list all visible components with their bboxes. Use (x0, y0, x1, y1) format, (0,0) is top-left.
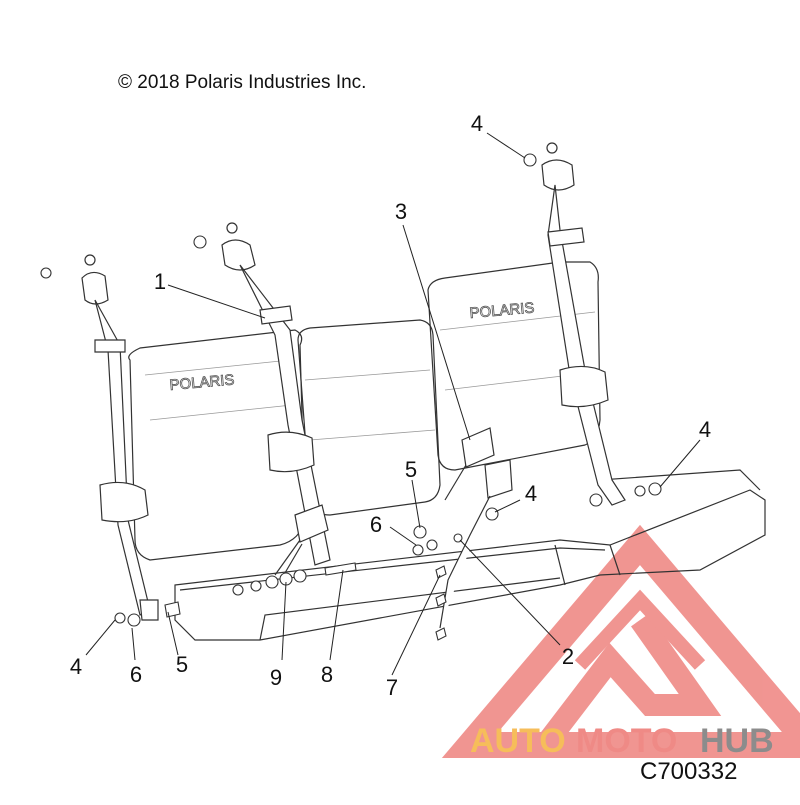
watermark-part1: AUTO (470, 722, 566, 760)
seat-logo-right: POLARIS (469, 299, 535, 322)
leader-lines (85, 132, 701, 676)
center-buckle-left (274, 504, 329, 579)
watermark-text: AUTO MOTO HUB (470, 722, 774, 760)
seat-back-right: POLARIS (427, 261, 601, 471)
callout-9: 9 (269, 665, 283, 690)
callout-4-right: 4 (698, 417, 712, 442)
callout-5-left: 5 (175, 652, 189, 677)
callout-4-center: 4 (524, 481, 538, 506)
watermark-logo (441, 524, 800, 758)
callout-4-top: 4 (470, 111, 484, 136)
callout-5-center: 5 (404, 457, 418, 482)
hardware (40, 153, 662, 641)
callout-3: 3 (394, 199, 408, 224)
diagram-code: C700332 (640, 758, 738, 785)
seatbelt-left-outer (81, 254, 159, 621)
callout-6-left: 6 (129, 662, 143, 687)
seat-base (174, 469, 766, 641)
callout-8: 8 (320, 662, 334, 687)
callout-2: 2 (561, 644, 575, 669)
callout-4-left: 4 (69, 654, 83, 679)
seat-logo-left: POLARIS (169, 371, 235, 394)
seatbelt-left-inner (221, 222, 331, 566)
center-buckle-right (439, 427, 513, 629)
watermark-part3: HUB (700, 722, 774, 760)
callout-1: 1 (153, 269, 167, 294)
copyright-notice: © 2018 Polaris Industries Inc. (118, 72, 367, 93)
seat-back-middle (297, 319, 441, 516)
callout-6-center: 6 (369, 512, 383, 537)
seatbelt-right-outer (541, 142, 626, 506)
callout-7: 7 (385, 675, 399, 700)
watermark-part2: MOTO (576, 722, 677, 760)
